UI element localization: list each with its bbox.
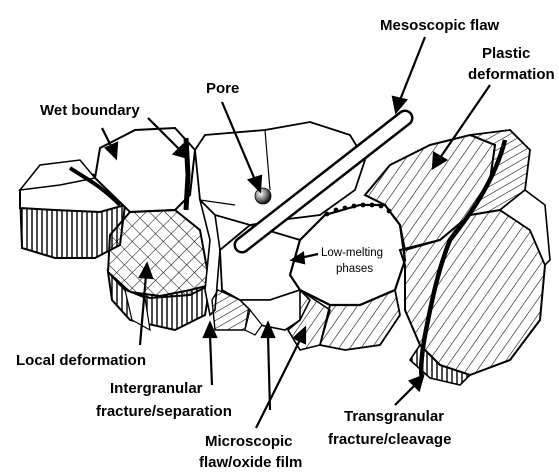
label-transgranular: Transgranular: [344, 408, 444, 425]
label-local-deformation: Local deformation: [16, 352, 146, 369]
label-mesoscopic-flaw: Mesoscopic flaw: [380, 17, 500, 34]
label-plastic: Plastic: [482, 45, 530, 62]
label-deformation: deformation: [468, 66, 555, 83]
wet-boundary-line: [186, 138, 188, 210]
label-pore: Pore: [206, 80, 239, 97]
label-fracture-separation: fracture/separation: [96, 403, 232, 420]
label-fracture-cleavage: fracture/cleavage: [328, 431, 451, 448]
label-microscopic: Microscopic: [205, 433, 293, 450]
pore-sphere: [255, 188, 271, 204]
label-low-melting: Low-melting: [321, 247, 383, 259]
crosshatched-grain: [108, 210, 210, 330]
label-flaw-oxide-film: flaw/oxide film: [199, 454, 302, 471]
label-phases: phases: [336, 263, 373, 275]
label-intergranular: Intergranular: [110, 380, 203, 397]
label-wet-boundary: Wet boundary: [40, 102, 140, 119]
